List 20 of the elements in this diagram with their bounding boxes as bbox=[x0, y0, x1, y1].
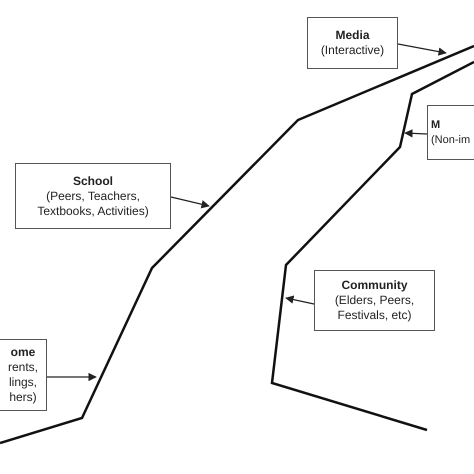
callout-text: (Interactive) bbox=[320, 43, 386, 58]
callout-box bbox=[0, 339, 47, 411]
callout-box bbox=[427, 105, 474, 160]
leader-arrow bbox=[398, 43, 447, 56]
callout-text: (Elders, Peers, Festivals, etc) bbox=[334, 293, 416, 323]
callout-heading: M bbox=[431, 118, 442, 132]
callout-heading: Community bbox=[340, 278, 408, 293]
callout-heading: ome bbox=[10, 345, 36, 360]
callout-heading: Media bbox=[334, 28, 371, 43]
callout-text: (Non-im bbox=[431, 132, 472, 148]
callout-box bbox=[314, 270, 435, 331]
callout-box bbox=[307, 17, 398, 69]
leader-arrow bbox=[170, 196, 210, 208]
callout-heading: School bbox=[72, 174, 114, 188]
leader-arrow bbox=[47, 372, 97, 382]
leader-arrow bbox=[404, 129, 428, 138]
callout-box bbox=[15, 163, 171, 229]
callout-text: rents, lings, hers) bbox=[6, 360, 39, 405]
leader-arrow bbox=[285, 295, 314, 305]
callout-text: (Peers, Teachers, Textbooks, Activities) bbox=[36, 188, 150, 218]
